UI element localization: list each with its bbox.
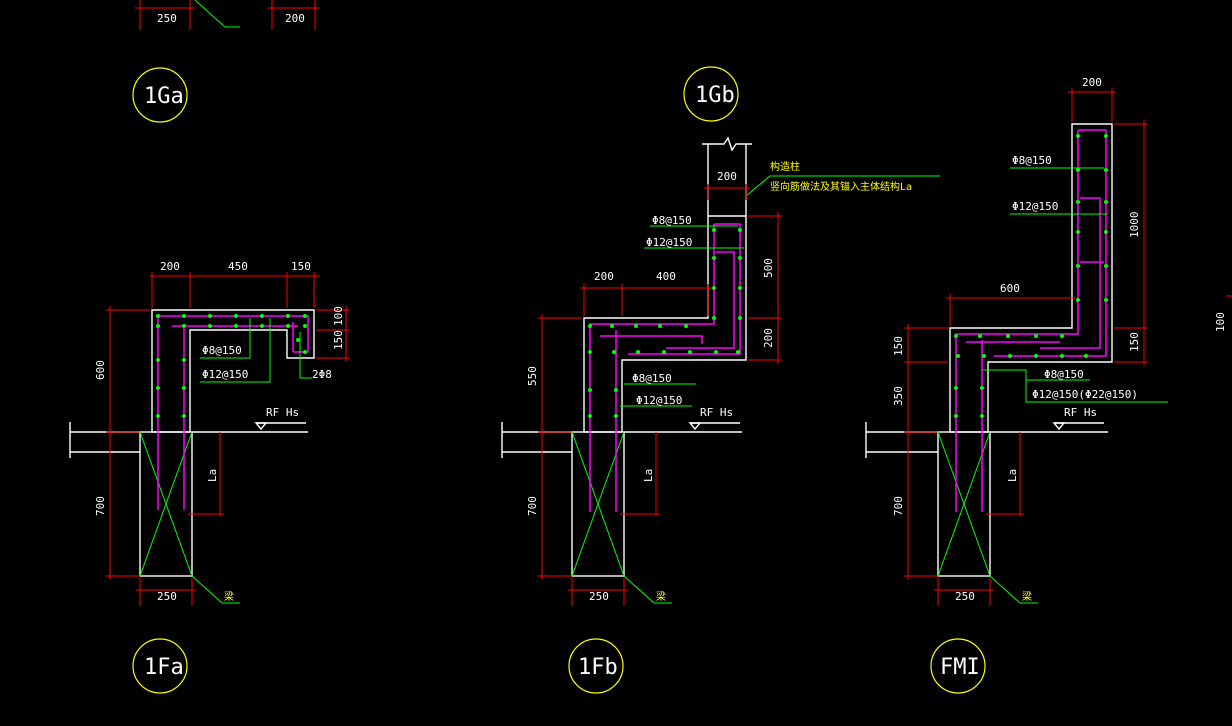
dim-fmi-edge: 100: [1214, 312, 1227, 332]
label-fmi: FMI: [940, 655, 980, 680]
top-fragment: 250 200: [135, 0, 320, 30]
note-1fb-1: 构造柱: [770, 160, 800, 173]
section-1fa: Φ8@150 Φ12@150 2Φ8 200 450 150 100 150 6…: [69, 260, 350, 606]
rebar-1fa-stirrup: Φ8@150: [202, 344, 242, 357]
dim-1fa-bottom: 250: [157, 590, 177, 603]
dim-fmi-bottom: 250: [955, 590, 975, 603]
dim-1fb-right-200: 200: [762, 328, 775, 348]
dim-fmi-left-700: 700: [892, 496, 905, 516]
rebar-1fb-upper-main: Φ12@150: [646, 236, 692, 249]
rebar-1fb-lower-stirrup: Φ8@150: [632, 372, 672, 385]
dim-1fa-left-700: 700: [94, 496, 107, 516]
rebar-1fb-upper-stirrup: Φ8@150: [652, 214, 692, 227]
beam-note-fmi: 梁: [1022, 590, 1032, 603]
dim-1fb-left-550: 550: [526, 366, 539, 386]
level-fmi: RF Hs: [1064, 406, 1097, 419]
rebar-dots-1fa: [156, 314, 307, 418]
dim-1fb-top-200a: 200: [717, 170, 737, 183]
dim-fmi-top-200: 200: [1082, 76, 1102, 89]
rebar-dots-fmi: [954, 134, 1108, 418]
rebar-dots-1fb: [588, 228, 742, 418]
rebar-fmi-upper-stirrup: Φ8@150: [1012, 154, 1052, 167]
label-1fa: 1Fa: [144, 655, 184, 680]
section-1fb: Φ8@150 Φ12@150 Φ8@150 Φ12@150 构造柱 竖向筋做法及…: [501, 136, 940, 606]
label-1ga: 1Ga: [144, 84, 184, 109]
dim-1fa-top-150: 150: [291, 260, 311, 273]
label-1fb: 1Fb: [578, 655, 618, 680]
dim-1fa-top-200: 200: [160, 260, 180, 273]
anchor-fmi: La: [1006, 469, 1019, 482]
dim-1fb-right-500: 500: [762, 258, 775, 278]
dim-1fb-bottom: 250: [589, 590, 609, 603]
dim-fmi-left-350: 350: [892, 386, 905, 406]
rebar-fmi-lower-main: Φ12@150(Φ22@150): [1032, 388, 1138, 401]
top-dim-200: 200: [285, 12, 305, 25]
beam-note-1fa: 梁: [224, 590, 234, 603]
rebar-fmi-upper-main: Φ12@150: [1012, 200, 1058, 213]
dim-1fb-top-200: 200: [594, 270, 614, 283]
anchor-1fb: La: [642, 469, 655, 482]
rebar-fmi-lower-stirrup: Φ8@150: [1044, 368, 1084, 381]
top-dim-250: 250: [157, 12, 177, 25]
label-1gb: 1Gb: [695, 83, 735, 108]
rebar-1fb-lower-main: Φ12@150: [636, 394, 682, 407]
dim-fmi-left-150: 150: [892, 336, 905, 356]
beam-note-1fb: 梁: [656, 590, 666, 603]
rebar-1fa-main: Φ12@150: [202, 368, 248, 381]
section-fmi: Φ8@150 Φ12@150 Φ8@150 Φ12@150(Φ22@150) 2…: [865, 76, 1232, 606]
dim-fmi-top-600: 600: [1000, 282, 1020, 295]
rebar-1fa-2phi8: 2Φ8: [312, 368, 332, 381]
dim-1fa-top-450: 450: [228, 260, 248, 273]
bubble-1fb: 1Fb: [568, 638, 624, 694]
dim-fmi-right-1000: 1000: [1128, 212, 1141, 239]
dim-1fa-right-100: 100: [332, 306, 345, 326]
bubble-1fa: 1Fa: [132, 638, 188, 694]
bubble-1gb: 1Gb: [683, 66, 739, 122]
bubble-1ga: 1Ga: [132, 67, 188, 123]
dim-fmi-right-150: 150: [1128, 332, 1141, 352]
bubble-fmi: FMI: [930, 638, 986, 694]
dim-1fb-top-400: 400: [656, 270, 676, 283]
dim-1fb-left-700: 700: [526, 496, 539, 516]
level-1fa: RF Hs: [266, 406, 299, 419]
note-1fb-2: 竖向筋做法及其锚入主体结构La: [770, 180, 912, 193]
anchor-1fa: La: [206, 469, 219, 482]
level-1fb: RF Hs: [700, 406, 733, 419]
dim-1fa-left-600: 600: [94, 360, 107, 380]
dim-1fa-right-150: 150: [332, 330, 345, 350]
